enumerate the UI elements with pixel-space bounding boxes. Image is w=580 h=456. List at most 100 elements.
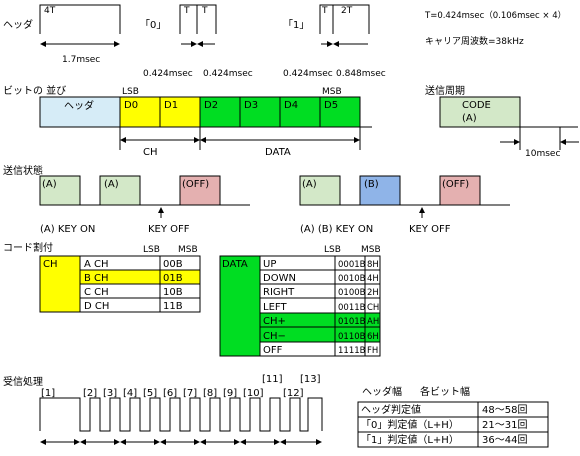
code-data-row-4-val: 0011B: [338, 303, 366, 313]
zero-dur-1: 0.424msec: [143, 69, 193, 79]
code-data-row-5-hex: AH: [367, 317, 379, 327]
one-bit-pulse: [319, 4, 370, 34]
recv-title: 受信処理: [3, 375, 43, 388]
state-title: 送信状態: [3, 164, 43, 177]
code-data-row-2-hex: 4H: [367, 274, 379, 284]
bit-msb-label: MSB: [322, 87, 342, 97]
recv-row-3-val: 36～44回: [482, 434, 527, 446]
recv-marker-13: [13]: [300, 374, 321, 385]
code-data-row-1-hex: 8H: [367, 260, 379, 270]
code-data-row-7-hex: FH: [367, 346, 378, 356]
period-code-text: CODE: [462, 100, 491, 111]
recv-row-3-name: 「1」判定値（L+H）: [361, 433, 459, 446]
code-ch-row-4-val: 11B: [163, 301, 183, 312]
recv-marker-5: [5]: [143, 388, 157, 399]
bit-d3-text: D3: [244, 100, 258, 111]
code-data-row-6-val: 0110B: [338, 332, 366, 342]
code-data-lsb: LSB: [324, 245, 341, 255]
one-dur-2: 0.848msec: [336, 69, 386, 79]
period-title: 送信周期: [425, 84, 465, 97]
recv-marker-12: [12]: [283, 388, 304, 399]
one-t-label: T: [321, 6, 328, 16]
state-row1-on: (A) KEY ON: [40, 224, 95, 235]
state-row2-box-1: [299, 175, 341, 206]
state-row1-off: KEY OFF: [148, 224, 190, 235]
code-ch-msb: MSB: [178, 245, 198, 255]
recv-table-border: [357, 401, 549, 448]
code-ch-row-1-val: 00B: [163, 259, 183, 270]
timing-section: ヘッダ 4T 1.7msec 「0」 T T 0.424msec 0.424ms…: [3, 4, 566, 79]
state-row2-on: (A) (B) KEY ON: [300, 224, 373, 235]
bit-d1-cell: [159, 96, 201, 128]
recv-marker-9: [9]: [223, 388, 237, 399]
zero-t-label-2: T: [201, 6, 208, 16]
one-2t-label: 2T: [341, 6, 353, 16]
bit-d1-text: D1: [164, 100, 178, 111]
recv-marker-11: [11]: [262, 374, 283, 385]
zero-bit-pulse: [179, 4, 217, 34]
zero-bit-label: 「0」: [140, 19, 166, 31]
bit-header-text: ヘッダ: [64, 99, 94, 112]
state-row2-box-1-text: (A): [302, 179, 317, 190]
code-data-row-5-val: 0101B: [338, 317, 366, 327]
bit-data-label: DATA: [265, 147, 291, 158]
code-ch-label-cell: [39, 255, 81, 313]
recv-row-1-name: ヘッダ判定値: [361, 403, 421, 416]
recv-marker-2: [2]: [83, 388, 97, 399]
recv-row-1-val: 48～58回: [482, 404, 527, 416]
recv-marker-10: [10]: [243, 388, 264, 399]
code-data-row-2-name: DOWN: [263, 273, 296, 284]
t-formula: T=0.424msec（0.106msec × 4）: [424, 10, 566, 21]
one-dur-1: 0.424msec: [283, 69, 333, 79]
code-data-row-7-val: 1111B: [338, 346, 366, 356]
code-data-row-6-hex: 6H: [367, 332, 379, 342]
state-row2-box-3: [439, 175, 481, 206]
bit-d4-text: D4: [284, 100, 298, 111]
bit-d3-cell: [239, 96, 281, 128]
bit-lsb-label: LSB: [122, 87, 139, 97]
recv-waveform: [39, 397, 323, 432]
state-row1-box-1-text: (A): [42, 179, 57, 190]
period-dur: 10msec: [525, 149, 560, 159]
code-data-row-6-name: CH−: [263, 331, 286, 342]
code-data-row-3-val: 0100B: [338, 288, 366, 298]
recv-marker-4: [4]: [123, 388, 137, 399]
code-ch-row-3-name: C CH: [84, 287, 109, 298]
bit-d0-text: D0: [124, 100, 138, 111]
recv-marker-8: [8]: [203, 388, 217, 399]
one-bit-label: 「1」: [283, 19, 309, 31]
code-data-row-4-name: LEFT: [263, 302, 287, 313]
state-row2-box-2-text: (B): [364, 179, 379, 190]
code-ch-row-4-name: D CH: [84, 301, 109, 312]
bit-d2-text: D2: [204, 100, 218, 111]
code-data-row-3-name: RIGHT: [263, 287, 295, 298]
state-row1-box-2: [99, 175, 141, 206]
state-row2-box-2: [359, 175, 401, 206]
bit-ch-label: CH: [143, 147, 158, 158]
zero-t-label: T: [183, 6, 190, 16]
code-data-row-2-val: 0010B: [338, 274, 366, 284]
recv-row-2-name: 「0」判定値（L+H）: [361, 418, 459, 431]
header-length-label: 1.7msec: [62, 55, 100, 65]
bit-d0-cell: [119, 96, 161, 128]
code-data-row-1-name: UP: [263, 259, 276, 270]
code-data-table-border: [259, 255, 381, 357]
bit-order-title: ビットの 並び: [3, 84, 66, 97]
recv-section: 受信処理 [1] [2] [3] [4] [5] [6] [7] [8] [9]…: [3, 374, 549, 448]
code-ch-label: CH: [43, 259, 58, 270]
bit-d2-cell: [199, 96, 241, 128]
recv-row-2-val: 21～31回: [482, 419, 527, 431]
bit-d5-cell: [319, 96, 361, 128]
recv-marker-6: [6]: [163, 388, 177, 399]
recv-width-bit: 各ビット幅: [420, 385, 470, 398]
carrier-freq: キャリア周波数=38kHz: [425, 35, 524, 47]
code-data-row-7-name: OFF: [263, 345, 283, 356]
recv-marker-3: [3]: [103, 388, 117, 399]
code-data-label: DATA: [222, 259, 248, 270]
code-data-row-4-hex: CH: [367, 303, 379, 313]
period-section: 送信周期 CODE (A) 10msec: [425, 84, 579, 159]
code-data-row-5-name: CH+: [263, 316, 286, 327]
period-code-a: (A): [462, 113, 477, 124]
code-title: コード割付: [3, 241, 53, 254]
